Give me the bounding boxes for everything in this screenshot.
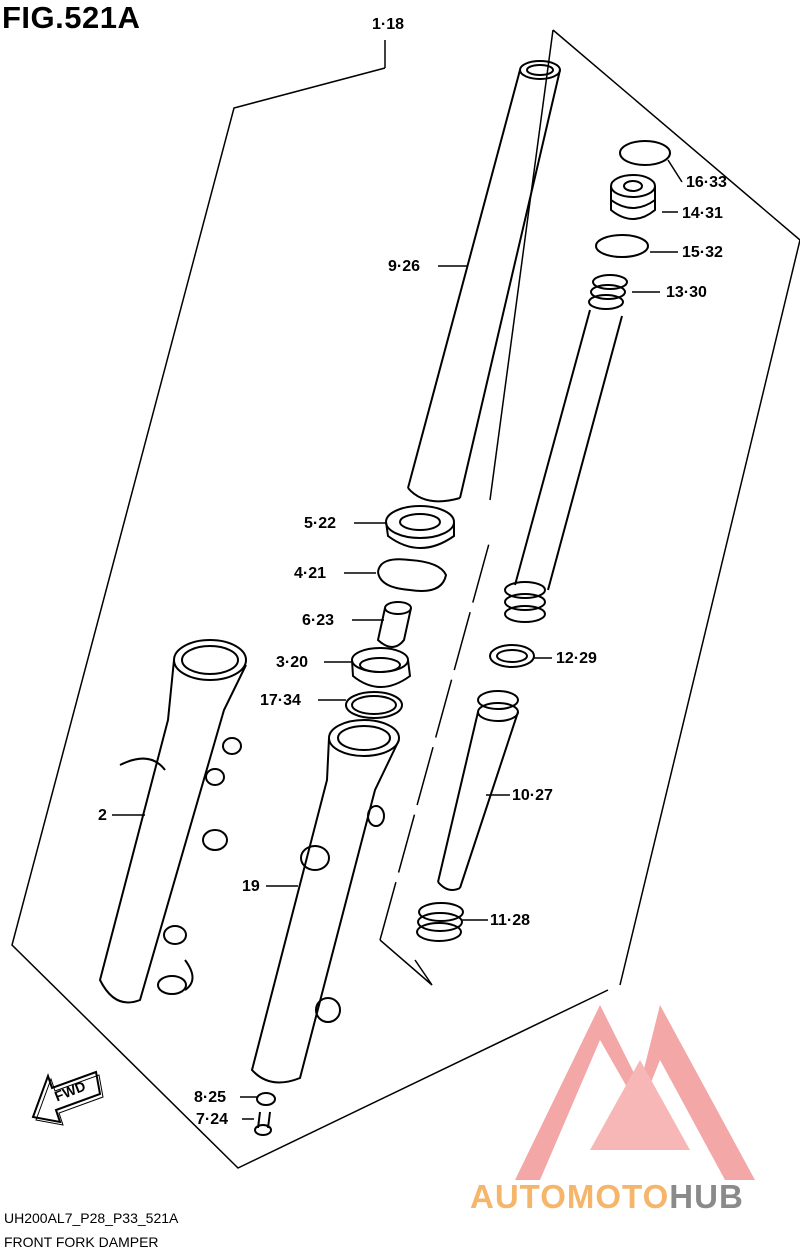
cap-part [610,174,656,220]
callout-17-34: 17·34 [260,692,301,709]
callout-15-32: 15·32 [682,244,723,261]
callout-10-27: 10·27 [512,787,553,804]
damper-boundary [552,29,800,986]
ring-part [345,691,403,719]
damper-cylinder-part [437,690,519,891]
washer-small-part [256,1092,276,1106]
callout-3-20: 3·20 [276,654,309,671]
callout-8-25: 8·25 [194,1089,227,1106]
watermark-part2: HUB [669,1178,744,1215]
watermark-part1: AUTOMOTO [470,1178,670,1215]
rebound-spring-part [416,902,464,942]
bolt-part [254,1111,272,1136]
callout-2: 2 [98,807,107,824]
callout-13-30: 13·30 [666,284,707,301]
circlip-part [619,140,671,166]
callout-6-23: 6·23 [302,612,335,629]
figure-title: FIG.521A [2,0,141,35]
spring-small-part [588,274,628,310]
watermark-text: AUTOMOTOHUB [470,1178,744,1216]
footer-code: UH200AL7_P28_P33_521A [4,1210,179,1226]
callout-5-22: 5·22 [304,515,337,532]
callout-11-28: 11·28 [490,912,531,929]
callout-19: 19 [242,878,260,895]
washer-part [351,647,412,688]
outer-tube-left-part [98,639,247,1004]
oil-seal-part [385,505,455,549]
callout-1-18: 1·18 [372,16,405,33]
callout-4-21: 4·21 [294,565,327,582]
damper-rod-part [504,309,623,623]
inner-tube-part [407,60,561,503]
callout-12-29: 12·29 [556,650,597,667]
o-ring-part [595,234,649,258]
callout-14-31: 14·31 [682,205,723,222]
outer-tube-right-part [250,719,400,1084]
fwd-arrow-icon [31,1070,104,1126]
stopper-ring-part [377,558,448,592]
assembly-boundary [11,67,609,1169]
spring-seat-part [489,644,535,668]
footer-name: FRONT FORK DAMPER [4,1234,159,1250]
watermark-logo-icon [515,1005,755,1180]
leader-lines [112,159,683,1120]
callout-7-24: 7·24 [196,1111,229,1128]
bushing-part [376,601,412,648]
callout-9-26: 9·26 [388,258,421,275]
callout-16-33: 16·33 [686,174,727,191]
